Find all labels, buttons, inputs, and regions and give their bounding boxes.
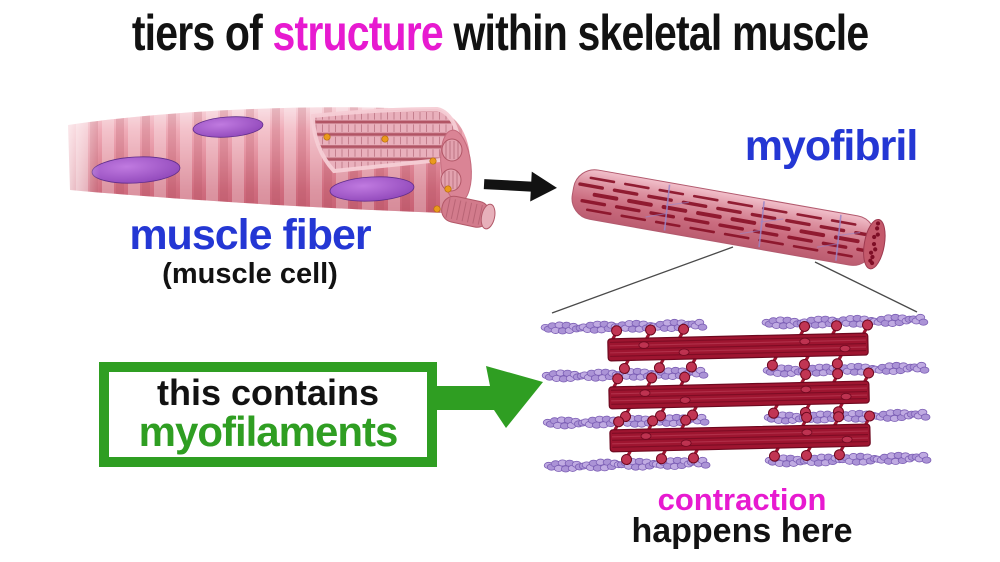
myosin-filament-row xyxy=(609,410,876,466)
myofilament-panel xyxy=(540,313,932,473)
title-highlight: structure xyxy=(272,5,443,61)
happens-here-label: happens here xyxy=(631,512,853,550)
protruding-myofibril xyxy=(441,195,496,230)
magnification-line xyxy=(814,261,918,313)
myosin-filament-row xyxy=(608,367,875,423)
mitochondrion-dot xyxy=(433,205,441,213)
fiber-to-myofibril-arrow xyxy=(483,171,557,202)
mitochondrion-dot xyxy=(381,135,389,143)
actin-filament-row xyxy=(543,451,932,473)
callout-arrow xyxy=(433,366,543,428)
myofibril-illustration xyxy=(571,169,886,270)
title-pre: tiers of xyxy=(131,5,273,61)
magnification-line xyxy=(551,246,734,314)
title-post: within skeletal muscle xyxy=(442,5,869,61)
myofilaments-callout-box: this contains myofilaments xyxy=(99,362,437,467)
mitochondrion-dot xyxy=(429,157,437,165)
nucleus xyxy=(192,116,264,138)
mitochondrion-dot xyxy=(323,133,331,141)
page-title: tiers of structure within skeletal muscl… xyxy=(0,4,1000,62)
myosin-filament-row xyxy=(607,319,874,375)
muscle-cell-label: (muscle cell) xyxy=(162,258,338,290)
nucleus xyxy=(329,176,415,202)
contraction-label: contraction xyxy=(657,482,827,517)
actin-filament-row xyxy=(541,361,930,383)
mitochondrion-dot xyxy=(444,185,452,193)
myofibril-label: myofibril xyxy=(744,122,919,170)
muscle-fiber-label: muscle fiber xyxy=(129,211,371,259)
callout-line2: myofilaments xyxy=(138,408,399,456)
callout-line1: this contains xyxy=(156,371,380,413)
fiber-end-bundle xyxy=(440,129,496,230)
muscle-fiber-illustration xyxy=(55,95,496,230)
